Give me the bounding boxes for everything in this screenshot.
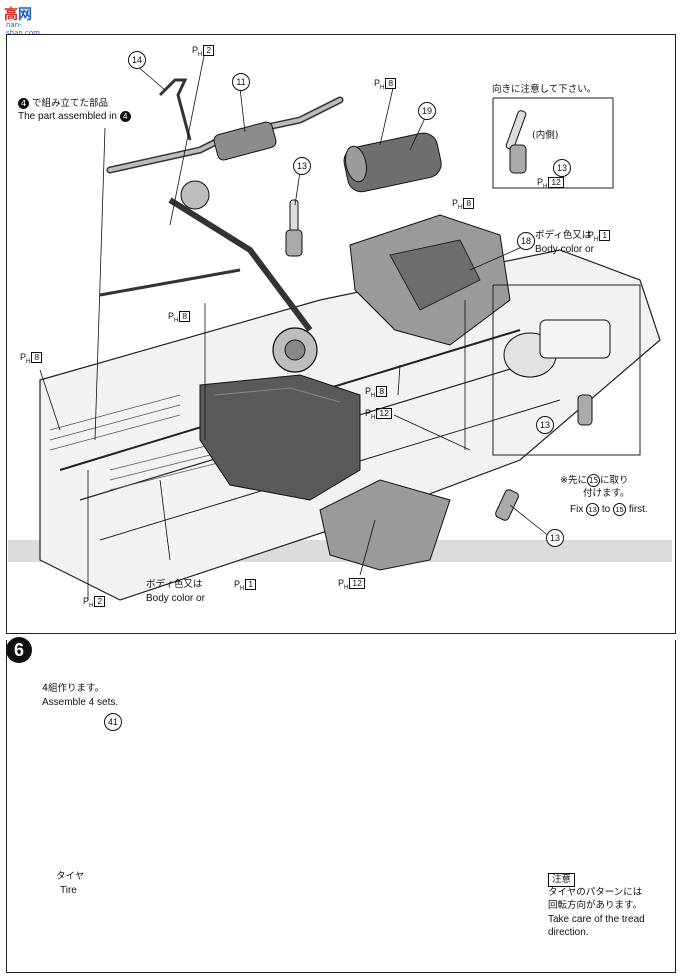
orientation-note: 向きに注意して下さい。 — [492, 84, 597, 95]
callout-41: 41 — [104, 713, 122, 731]
callout-19: 19 — [418, 102, 436, 120]
body-color-jp-right: ボディ色又は — [535, 230, 592, 241]
assembled-note-jp: 4 で組み立てた部品 — [18, 98, 108, 110]
assemble-sets-jp: 4組作ります。 — [42, 683, 105, 694]
callout-15-inline: 15 — [586, 474, 600, 487]
body-color-en-bottom: Body color or — [146, 593, 205, 604]
assemble-sets-en: Assemble 4 sets. — [42, 697, 119, 708]
caution-en-2: direction. — [548, 927, 589, 938]
tire-label-en: Tire — [60, 885, 77, 896]
callout-15-inline-en: 15 — [613, 503, 627, 516]
tire-label-jp: タイヤ — [56, 871, 85, 882]
watermark-brand-left: 高 — [4, 7, 18, 23]
fix-first-jp-2: 付けます。 — [583, 488, 630, 499]
caution-jp-2: 回転方向があります。 — [548, 900, 643, 911]
step6-panel — [6, 640, 676, 973]
caution-label: 注意 — [548, 873, 576, 887]
callout-14-top: 14 — [128, 51, 146, 69]
step4-ref-icon-en: 4 — [119, 111, 131, 122]
step6-number: 6 — [6, 637, 32, 663]
watermark-logo: 高网 nan-shan.com — [4, 4, 40, 37]
caution-jp-1: タイヤのパターンには — [548, 887, 643, 898]
fix-first-en: Fix 13 to 15 first. — [570, 503, 648, 516]
inner-side-label: (内側) — [532, 130, 559, 141]
body-color-en-right: Body color or — [535, 244, 594, 255]
callout-13-left: 13 — [293, 157, 311, 175]
callout-11: 11 — [232, 73, 250, 91]
caution-en-1: Take care of the tread — [548, 914, 645, 925]
step4-ref-icon: 4 — [18, 98, 29, 109]
callout-13-inset-right: 13 — [536, 416, 554, 434]
body-color-jp-bottom: ボディ色又は — [146, 579, 203, 590]
watermark-brand-right: 网 — [18, 7, 32, 23]
callout-18: 18 — [517, 232, 535, 250]
callout-13-inline: 13 — [586, 503, 600, 516]
callout-13-inset-top: 13 — [553, 159, 571, 177]
callout-13-bottom: 13 — [546, 529, 564, 547]
assembled-note-en: The part assembled in 4 — [18, 111, 131, 123]
watermark-url: nan-shan.com — [6, 21, 40, 37]
